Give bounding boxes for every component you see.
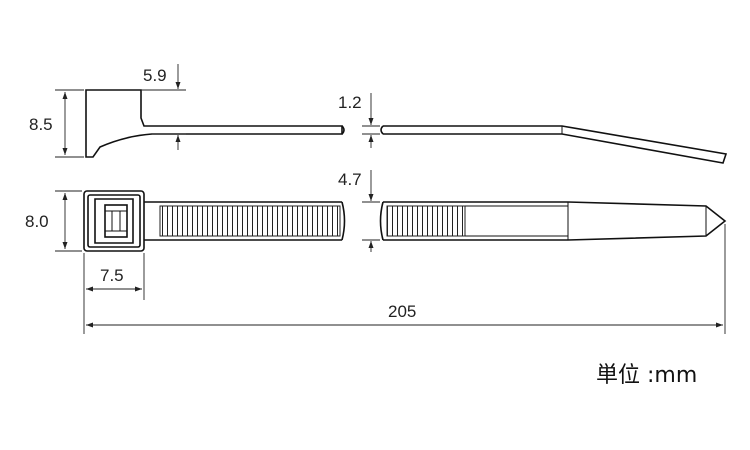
top-strap-teeth-left [159, 205, 341, 237]
dim-label-head-step: 5.9 [143, 66, 167, 85]
top-view: 8.0 4.7 7.5 205 [25, 170, 727, 334]
unit-label: 単位 :mm [596, 363, 697, 388]
top-break-right [379, 201, 384, 241]
dim-label-total-length: 205 [388, 302, 416, 321]
top-break-left [341, 201, 346, 241]
dim-label-strap-thickness: 1.2 [338, 93, 362, 112]
top-head-pawl [104, 204, 128, 238]
side-strap-right [383, 125, 728, 164]
top-strap-left-edges [144, 201, 342, 241]
side-break-left [341, 125, 345, 135]
top-strap-tail [567, 201, 727, 241]
dim-label-head-height-side: 8.5 [29, 115, 53, 134]
side-break-right [380, 125, 384, 135]
top-head-slot [94, 198, 134, 244]
top-strap-right-edges [383, 201, 568, 241]
top-strap-teeth-right [386, 205, 466, 237]
dim-label-strap-width: 4.7 [338, 170, 362, 189]
dim-label-head-length: 7.5 [100, 266, 124, 285]
top-head-inner [87, 194, 141, 248]
side-head-profile [85, 89, 343, 158]
side-view: 8.5 5.9 1.2 [29, 64, 728, 164]
dim-label-head-height-top: 8.0 [25, 212, 49, 231]
top-head-body [83, 190, 145, 252]
